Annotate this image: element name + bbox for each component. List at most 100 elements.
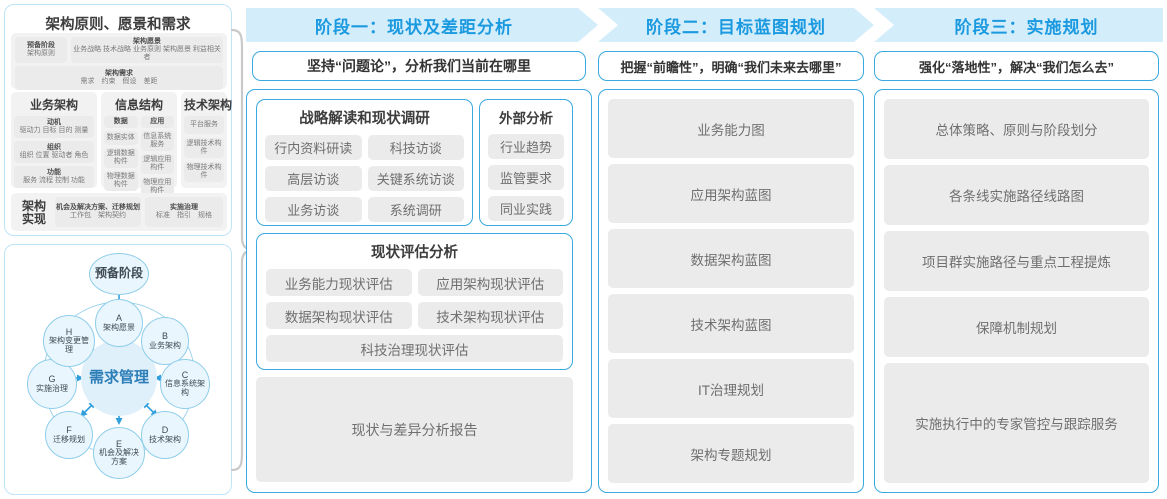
togaf-information-structure-title: 信息结构 [114,98,163,112]
togaf-application-cell-0: 信息系统服务 [140,131,174,151]
adm-node-g-label: 实施治理 [36,383,68,393]
togaf-cell-prep: 预备阶段 架构原则 [15,37,67,63]
togaf-implementation-label: 架构实现 [21,199,46,227]
phase-3-item-4[interactable]: 实施执行中的专家管控与跟踪服务 [884,363,1149,483]
togaf-ba-cell-function-sub: 服务 流程 控制 功能 [23,177,85,184]
phase-3-header-band: 阶段三：实施规划 [874,8,1163,42]
adm-node-f-label: 迁移规划 [53,434,85,444]
phase-1-strategy-item-1[interactable]: 科技访谈 [367,135,464,160]
adm-node-a-letter: A [115,313,122,324]
phase-1-body: 战略解读和现状调研 行内资料研读 科技访谈 高层访谈 关键系统访谈 业务访谈 系… [246,89,592,493]
adm-node-prep: 预备阶段 [89,253,149,295]
adm-node-d: D 技术架构 [141,411,189,459]
phase-1-external-item-1[interactable]: 监管要求 [488,165,564,190]
phase-3-list: 总体策略、原则与阶段划分 各条线实施路径线路图 项目群实施路径与重点工程提炼 保… [884,99,1149,483]
togaf-tech-cell-1: 逻辑技术构件 [184,138,224,158]
phase-2-title: 阶段二：目标蓝图规划 [646,17,826,37]
togaf-cell-vision-head: 架构愿景 [133,37,161,45]
phase-1-external-item-2[interactable]: 同业实践 [488,196,564,221]
togaf-cell-prep-head: 预备阶段 [27,41,55,49]
phase-2-item-2[interactable]: 数据架构蓝图 [608,229,854,288]
togaf-content-framework-card: 架构原则、愿景和需求 预备阶段 架构原则 架构愿景 业务战略 技术战略 业务原则… [4,4,232,236]
adm-cycle-card: 预备阶段 需求管理 A 架构愿景 B 业务架构 C 信息系统架构 [4,244,232,495]
phase-2-header-band: 阶段二：目标蓝图规划 [598,8,874,42]
phase-1-external-title: 外部分析 [499,111,553,126]
adm-node-c-label: 信息系统架构 [165,379,205,398]
phase-1-strategy-group: 战略解读和现状调研 行内资料研读 科技访谈 高层访谈 关键系统访谈 业务访谈 系… [256,99,473,226]
phase-3-item-3[interactable]: 保障机制规划 [884,297,1149,357]
adm-node-b: B 业务架构 [141,317,189,365]
togaf-impl-cell-governance: 实施治理 标准 指引 规格 [145,197,223,227]
adm-diagram: 预备阶段 需求管理 A 架构愿景 B 业务架构 C 信息系统架构 [5,245,233,496]
phase-1-strategy-item-5[interactable]: 系统调研 [367,197,464,222]
phase-3-body: 总体策略、原则与阶段划分 各条线实施路径线路图 项目群实施路径与重点工程提炼 保… [874,89,1159,493]
phase-2-list: 业务能力图 应用架构蓝图 数据架构蓝图 技术架构蓝图 IT治理规划 架构专题规划 [608,99,854,483]
phase-3-item-1[interactable]: 各条线实施路径线路图 [884,165,1149,225]
adm-node-f: F 迁移规划 [45,411,93,459]
togaf-tech-cell-2: 物理技术构件 [184,162,224,182]
adm-node-h-letter: H [65,327,73,337]
togaf-ba-cell-organization-sub: 组织 位置 驱动者 角色 [19,152,89,159]
togaf-data-head: 数据 [104,116,138,128]
togaf-ba-cell-motivation-sub: 驱动力 目标 目的 测量 [19,127,89,134]
phase-1-assessment-item-3[interactable]: 技术架构现状评估 [417,302,563,329]
phase-1-external-item-0[interactable]: 行业趋势 [488,134,564,159]
phase-1-strategy-item-3[interactable]: 关键系统访谈 [367,166,464,191]
adm-node-c-letter: C [181,370,189,380]
adm-node-e-letter: E [115,439,122,449]
togaf-business-architecture-group: 业务架构 动机 驱动力 目标 目的 测量 组织 组织 位置 驱动者 角色 功能 … [11,92,97,188]
phase-2-item-4[interactable]: IT治理规划 [608,359,854,418]
phase-1-assessment-item-4[interactable]: 科技治理现状评估 [266,335,563,362]
phase-3-title: 阶段三：实施规划 [954,17,1099,37]
adm-node-prep-label: 预备阶段 [94,266,143,281]
phase-1-header-band: 阶段一：现状及差距分析 [246,8,598,42]
togaf-implementation-group: 架构实现 机会及解决方案、迁移规划 工作包 架构契约 实施治理 标准 指引 规格 [11,193,227,231]
phase-2-item-0[interactable]: 业务能力图 [608,99,854,158]
phase-3-slogan: 强化“落地性”，解决“我们怎么去” [874,51,1159,81]
phase-3-item-2[interactable]: 项目群实施路径与重点工程提炼 [884,231,1149,291]
adm-node-b-label: 业务架构 [149,340,181,350]
phase-1-strategy-item-4[interactable]: 业务访谈 [265,197,362,222]
phase-1-assessment-item-1[interactable]: 应用架构现状评估 [417,269,563,296]
togaf-ba-cell-motivation-head: 动机 [47,118,61,126]
phase-2-item-5[interactable]: 架构专题规划 [608,424,854,483]
adm-node-d-letter: D [161,425,169,436]
phase-1-band-shape [246,8,598,42]
phase-1-assessment-item-0[interactable]: 业务能力现状评估 [266,269,412,296]
togaf-cell-vision-sub: 业务战略 技术战略 业务原则 架构愿景 利益相关者 [73,45,221,62]
adm-node-g: G 实施治理 [27,359,77,409]
phase-2-item-3[interactable]: 技术架构蓝图 [608,294,854,353]
adm-node-h-label: 架构变更管理 [49,336,89,355]
adm-node-h: H 架构变更管理 [43,315,95,367]
togaf-requirements-group: 预备阶段 架构原则 架构愿景 业务战略 技术战略 业务原则 架构愿景 利益相关者… [11,33,227,90]
togaf-ba-cell-function: 功能 服务 流程 控制 功能 [14,166,94,188]
togaf-tech-cell-0: 平台服务 [184,116,224,134]
phase-1-strategy-item-0[interactable]: 行内资料研读 [265,135,362,160]
phase-1-assessment-item-2[interactable]: 数据架构现状评估 [266,302,412,329]
adm-node-center-label: 需求管理 [88,369,149,386]
togaf-application-cell-1: 逻辑应用构件 [140,154,174,174]
phase-1-assessment-group: 现状评估分析 业务能力现状评估 应用架构现状评估 数据架构现状评估 技术架构现状… [256,233,573,370]
adm-node-f-letter: F [66,425,72,436]
left-column: 架构原则、愿景和需求 预备阶段 架构原则 架构愿景 业务战略 技术战略 业务原则… [4,4,232,495]
adm-node-e: E 机会及解决方案 [93,427,145,479]
adm-node-e-label: 机会及解决方案 [99,448,139,467]
togaf-technology-architecture-group: 技术架构 平台服务 逻辑技术构件 物理技术构件 [181,92,233,188]
phase-1-strategy-item-2[interactable]: 高层访谈 [265,166,362,191]
adm-node-a: A 架构愿景 [95,299,143,347]
togaf-cell-requirement-head: 架构需求 [105,69,133,77]
phase-3-band-shape [874,8,1163,42]
togaf-technology-architecture-title: 技术架构 [184,98,233,112]
togaf-application-subcolumn: 应用 信息系统服务 逻辑应用构件 物理应用构件 [140,116,174,197]
phase-1-title: 阶段一：现状及差距分析 [315,17,513,37]
adm-node-g-letter: G [48,374,56,385]
togaf-data-cell-0: 数据实体 [104,131,138,145]
phase-2-item-1[interactable]: 应用架构蓝图 [608,164,854,223]
togaf-data-cell-2: 物理数据构件 [104,171,138,191]
togaf-ba-cell-motivation: 动机 驱动力 目标 目的 测量 [14,116,94,138]
phase-1-assessment-title: 现状评估分析 [371,245,458,261]
togaf-application-head: 应用 [140,116,174,128]
phase-3-item-0[interactable]: 总体策略、原则与阶段划分 [884,99,1149,159]
phase-1-report[interactable]: 现状与差异分析报告 [256,377,573,482]
